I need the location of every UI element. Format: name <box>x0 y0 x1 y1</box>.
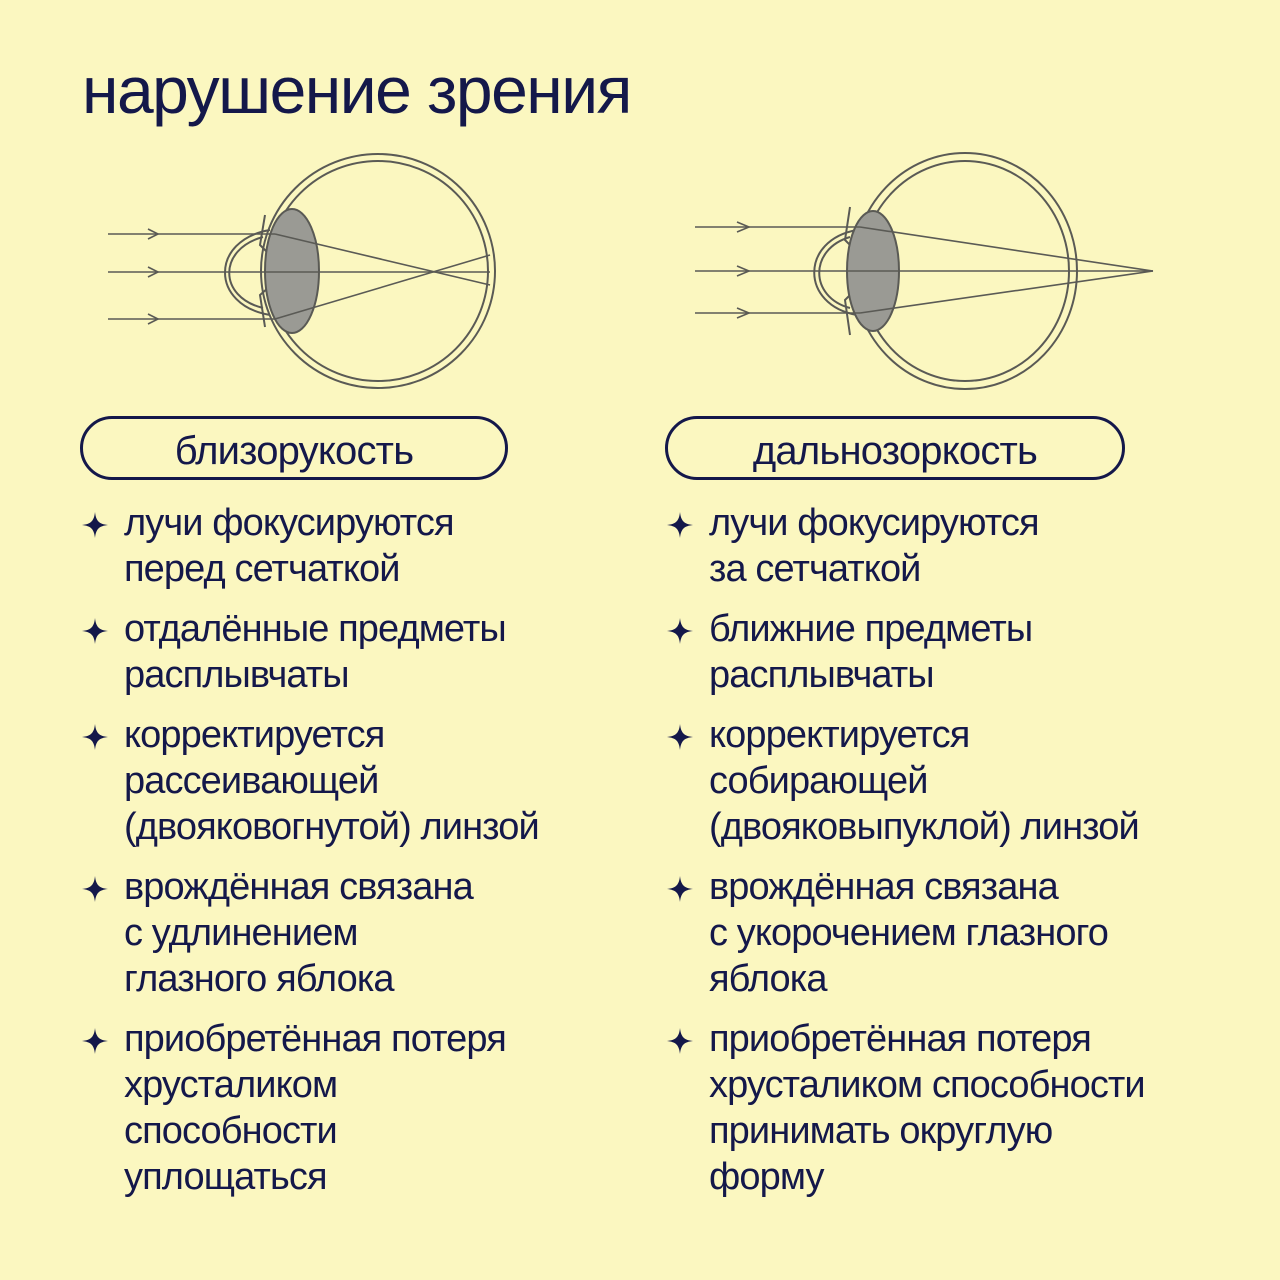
list-item-text: врождённая связана с удлинением глазного… <box>124 866 474 1000</box>
sparkle-icon <box>667 876 693 902</box>
list-item-text: врождённая связана с укорочением глазног… <box>709 866 1109 1000</box>
list-item: лучи фокусируются перед сетчаткой <box>80 500 660 592</box>
myopia-eye-diagram <box>108 153 496 389</box>
sparkle-icon <box>82 724 108 750</box>
page-title: нарушение зрения <box>82 53 632 127</box>
hyperopia-label: дальнозоркость <box>665 416 1125 480</box>
myopia-list: лучи фокусируются перед сетчаткой отдалё… <box>80 500 660 1200</box>
sparkle-icon <box>667 724 693 750</box>
list-item: приобретённая потеря хрусталиком способн… <box>80 1016 660 1200</box>
sparkle-icon <box>667 1028 693 1054</box>
list-item: приобретённая потеря хрусталиком способн… <box>665 1016 1245 1200</box>
ray-arrow-icon <box>147 266 160 278</box>
ray-arrow-icon <box>736 265 752 277</box>
list-item: врождённая связана с укорочением глазног… <box>665 864 1245 1002</box>
lens <box>264 208 320 334</box>
list-item-text: лучи фокусируются за сетчаткой <box>709 502 1040 590</box>
list-item-text: отдалённые предметы расплывчаты <box>124 608 507 696</box>
list-item: корректируется рассеивающей (двояковогну… <box>80 712 660 850</box>
ray-arrow-icon <box>147 313 160 325</box>
sparkle-icon <box>82 512 108 538</box>
sparkle-icon <box>667 512 693 538</box>
ray-arrow-icon <box>736 221 752 233</box>
myopia-column: близорукость лучи фокусируются перед сет… <box>80 416 660 1214</box>
myopia-label: близорукость <box>80 416 508 480</box>
list-item-text: приобретённая потеря хрусталиком способн… <box>709 1018 1146 1198</box>
eyeball-outline <box>260 153 496 389</box>
list-item: ближние предметы расплывчаты <box>665 606 1245 698</box>
hyperopia-list: лучи фокусируются за сетчаткой ближние п… <box>665 500 1245 1200</box>
cornea <box>813 229 858 316</box>
list-item-text: корректируется рассеивающей (двояковогну… <box>124 714 540 848</box>
sparkle-icon <box>667 618 693 644</box>
ray-arrow-icon <box>147 228 160 240</box>
list-item-text: приобретённая потеря хрусталиком способн… <box>124 1018 507 1198</box>
list-item: отдалённые предметы расплывчаты <box>80 606 660 698</box>
hyperopia-column: дальнозоркость лучи фокусируются за сетч… <box>665 416 1245 1214</box>
list-item: корректируется собирающей (двояковыпукло… <box>665 712 1245 850</box>
list-item: лучи фокусируются за сетчаткой <box>665 500 1245 592</box>
sparkle-icon <box>82 618 108 644</box>
list-item: врождённая связана с удлинением глазного… <box>80 864 660 1002</box>
list-item-text: лучи фокусируются перед сетчаткой <box>124 502 455 590</box>
list-item-text: ближние предметы расплывчаты <box>709 608 1033 696</box>
hyperopia-eye-diagram <box>695 152 1154 390</box>
sparkle-icon <box>82 1028 108 1054</box>
list-item-text: корректируется собирающей (двояковыпукло… <box>709 714 1140 848</box>
sparkle-icon <box>82 876 108 902</box>
ray-arrow-icon <box>736 307 752 319</box>
